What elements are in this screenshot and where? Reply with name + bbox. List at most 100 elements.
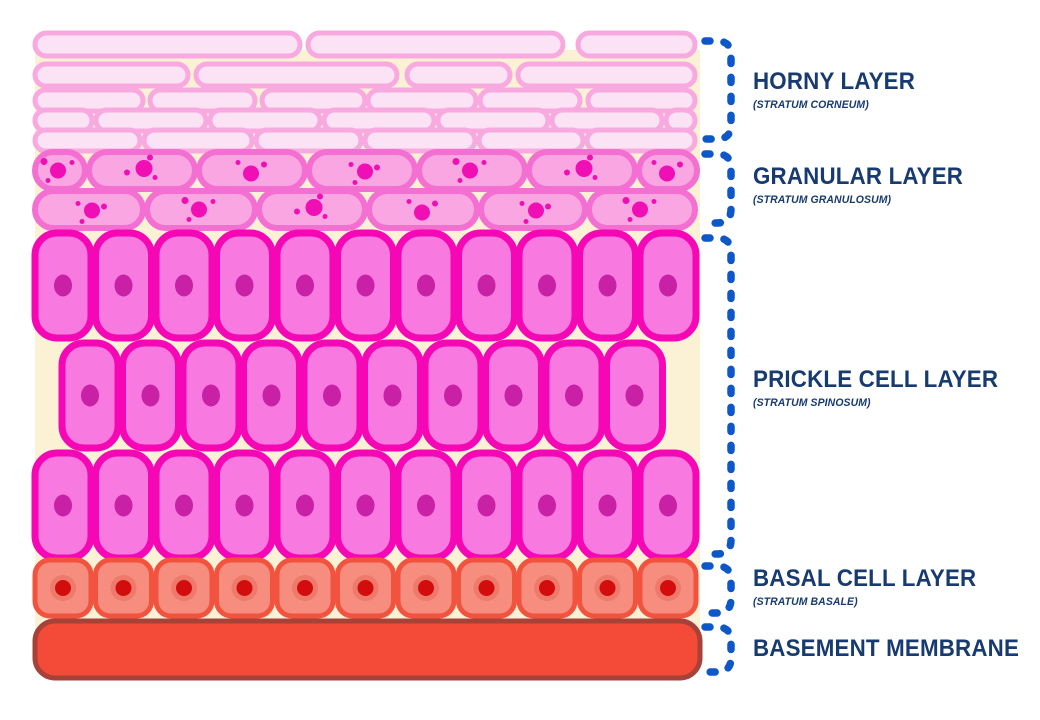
prickle-nucleus (114, 274, 133, 297)
basement-membrane-bar (32, 618, 703, 681)
layer-bracket-horny (701, 37, 735, 143)
layer-title-horny: HORNY LAYER (753, 68, 916, 95)
horny-cell (362, 127, 478, 154)
granule-dot (374, 164, 380, 171)
horny-cell (32, 127, 143, 154)
prickle-nucleus (141, 384, 160, 407)
granule-dot (627, 217, 633, 222)
layer-subtitle-basal: (STRATUM BASALE) (753, 596, 858, 608)
layer-label-basal: BASAL CELL LAYER (STRATUM BASALE) (753, 565, 993, 609)
basal-nucleus (599, 580, 616, 596)
granule-dot (357, 163, 373, 180)
prickle-nucleus (444, 384, 462, 407)
layer-subtitle-prickle: (STRATUM SPINOSUM) (753, 397, 871, 409)
granule-dot (622, 197, 630, 204)
granule-dot (181, 197, 189, 204)
horny-cell (404, 61, 513, 89)
prickle-nucleus (659, 494, 677, 517)
granule-dot (575, 160, 593, 177)
granule-dot (651, 199, 657, 204)
prickle-nucleus (235, 494, 254, 517)
basal-nucleus (357, 580, 374, 596)
layer-bracket-prickle (701, 234, 735, 558)
granule-dot (40, 158, 48, 165)
granule-dot (84, 202, 100, 219)
prickle-nucleus (54, 274, 72, 297)
basal-nucleus (418, 580, 434, 596)
prickle-nucleus (296, 494, 314, 517)
granule-dot (210, 199, 216, 204)
granule-dot (191, 201, 207, 218)
layer-label-granular: GRANULAR LAYER (STRATUM GRANULOSUM) (753, 163, 979, 207)
prickle-nucleus (383, 384, 402, 407)
basal-nucleus (176, 580, 192, 596)
basal-nucleus (55, 580, 71, 596)
prickle-nucleus (625, 384, 644, 407)
granule-dot (677, 161, 683, 168)
horny-cell (32, 30, 303, 59)
granule-dot (414, 204, 430, 221)
layer-subtitle-horny: (STRATUM CORNEUM) (753, 99, 869, 111)
granule-dot (523, 219, 529, 224)
horny-cell (253, 127, 364, 154)
granule-dot (305, 199, 323, 216)
horny-cell (476, 127, 586, 154)
granule-dot (186, 217, 192, 222)
granule-dot (101, 203, 107, 210)
granule-dot (50, 162, 66, 179)
prickle-nucleus (356, 494, 375, 517)
layer-title-granular: GRANULAR LAYER (753, 163, 964, 190)
granule-dot (564, 169, 570, 176)
prickle-nucleus (417, 494, 435, 517)
granule-dot (147, 154, 153, 161)
basal-nucleus (115, 580, 132, 596)
granule-dot (243, 165, 259, 182)
horny-cell (193, 61, 400, 89)
layer-label-membrane: BASEMENT MEMBRANE (753, 637, 1039, 661)
granule-dot (528, 202, 544, 219)
granule-dot (322, 214, 328, 219)
prickle-nucleus (235, 274, 254, 297)
layer-label-horny: HORNY LAYER (STRATUM CORNEUM) (753, 68, 927, 112)
prickle-nucleus (323, 384, 341, 407)
granule-dot (432, 200, 438, 207)
basal-nucleus (236, 580, 253, 596)
granule-dot (406, 199, 412, 204)
granule-dot (481, 160, 487, 165)
prickle-nucleus (504, 384, 523, 407)
layer-bracket-membrane (701, 623, 735, 676)
basal-nucleus (660, 580, 676, 596)
horny-cell (32, 61, 191, 89)
basal-nucleus (539, 580, 555, 596)
prickle-nucleus (598, 494, 617, 517)
granule-dot (348, 162, 354, 167)
granule-dot (462, 162, 478, 179)
prickle-nucleus (262, 384, 281, 407)
horny-cell (515, 61, 698, 89)
granule-dot (317, 193, 323, 200)
prickle-nucleus (175, 494, 193, 517)
granule-dot (632, 201, 648, 218)
prickle-nucleus (598, 274, 617, 297)
granule-dot (352, 180, 358, 185)
layer-bracket-granular (701, 150, 735, 227)
layer-title-membrane: BASEMENT MEMBRANE (753, 635, 1020, 662)
prickle-nucleus (538, 494, 556, 517)
granule-dot (79, 219, 85, 224)
layer-bracket-basal (701, 562, 735, 617)
granule-dot (519, 201, 525, 206)
basal-nucleus (478, 580, 495, 596)
prickle-nucleus (296, 274, 314, 297)
prickle-nucleus (417, 274, 435, 297)
prickle-nucleus (477, 494, 496, 517)
granule-dot (75, 201, 81, 206)
prickle-nucleus (659, 274, 677, 297)
layer-title-basal: BASAL CELL LAYER (753, 565, 977, 592)
layer-label-prickle: PRICKLE CELL LAYER (STRATUM SPINOSUM) (753, 368, 1017, 410)
horny-cell (305, 30, 566, 59)
granule-dot (152, 175, 158, 180)
prickle-nucleus (538, 274, 556, 297)
granule-dot (235, 160, 241, 165)
prickle-nucleus (477, 274, 496, 297)
